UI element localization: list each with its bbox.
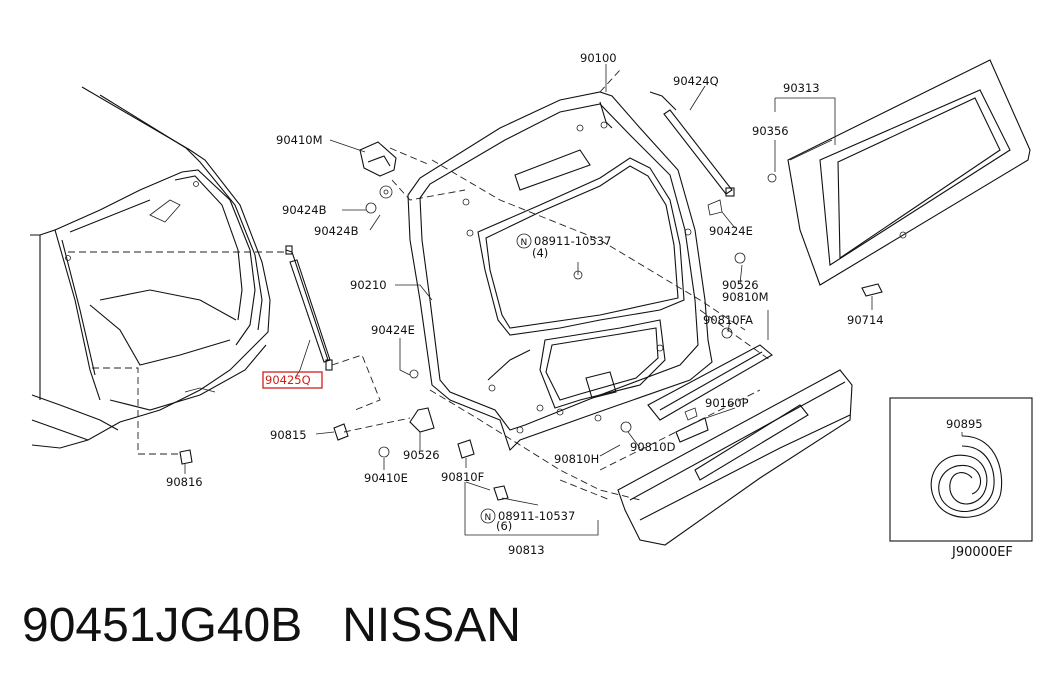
label-08911-2-qty: (6) (496, 519, 512, 533)
hinge-upper (359, 141, 466, 214)
label-90815: 90815 (270, 428, 307, 442)
n-symbol-1: N (521, 238, 528, 248)
label-90424b-1: 90424B (282, 203, 327, 217)
label-08911-2: 08911-10537 (498, 509, 575, 523)
garnish-moulding (559, 252, 853, 546)
label-90810m: 90810M (722, 290, 769, 304)
label-90714: 90714 (847, 313, 884, 327)
label-90424e-mid: 90424E (371, 323, 415, 337)
label-90160p: 90160P (705, 396, 749, 410)
label-90813: 90813 (508, 543, 545, 557)
label-90895: 90895 (946, 417, 983, 431)
label-90810f: 90810F (441, 470, 484, 484)
label-90100: 90100 (580, 51, 617, 65)
n-symbol-2: N (485, 513, 492, 523)
gas-strut-right (649, 91, 735, 216)
label-90424b-2: 90424B (314, 224, 359, 238)
vehicle-body-drawing (30, 86, 271, 449)
label-08911-1: 08911-10537 (534, 234, 611, 248)
label-90816: 90816 (166, 475, 203, 489)
window-glass (767, 59, 1031, 297)
label-90810fa: 90810FA (703, 313, 753, 327)
highlight-box (262, 371, 323, 389)
label-90810h: 90810H (554, 452, 599, 466)
small-clips (92, 367, 509, 501)
label-90210: 90210 (350, 278, 387, 292)
label-08911-1-qty: (4) (532, 246, 548, 260)
label-90313: 90313 (783, 81, 820, 95)
label-90526-l: 90526 (403, 448, 440, 462)
reference-code: J90000EF (951, 545, 1013, 560)
inset-box (889, 397, 1033, 542)
label-90424q: 90424Q (673, 74, 719, 88)
back-door-panel (407, 69, 771, 501)
gas-strut-left (68, 245, 381, 411)
leader-lines (184, 64, 873, 536)
n-circle-1 (516, 233, 532, 249)
label-90424e-top: 90424E (709, 224, 753, 238)
label-90356: 90356 (752, 124, 789, 138)
n-circle-2 (480, 508, 496, 524)
label-90526-r: 90526 (722, 278, 759, 292)
part-number-caption: 90451JG40B NISSAN (22, 599, 521, 652)
label-90410e: 90410E (364, 471, 408, 485)
label-90810d: 90810D (630, 440, 676, 454)
label-90410m: 90410M (276, 133, 323, 147)
label-90425q: 90425Q (265, 373, 311, 387)
